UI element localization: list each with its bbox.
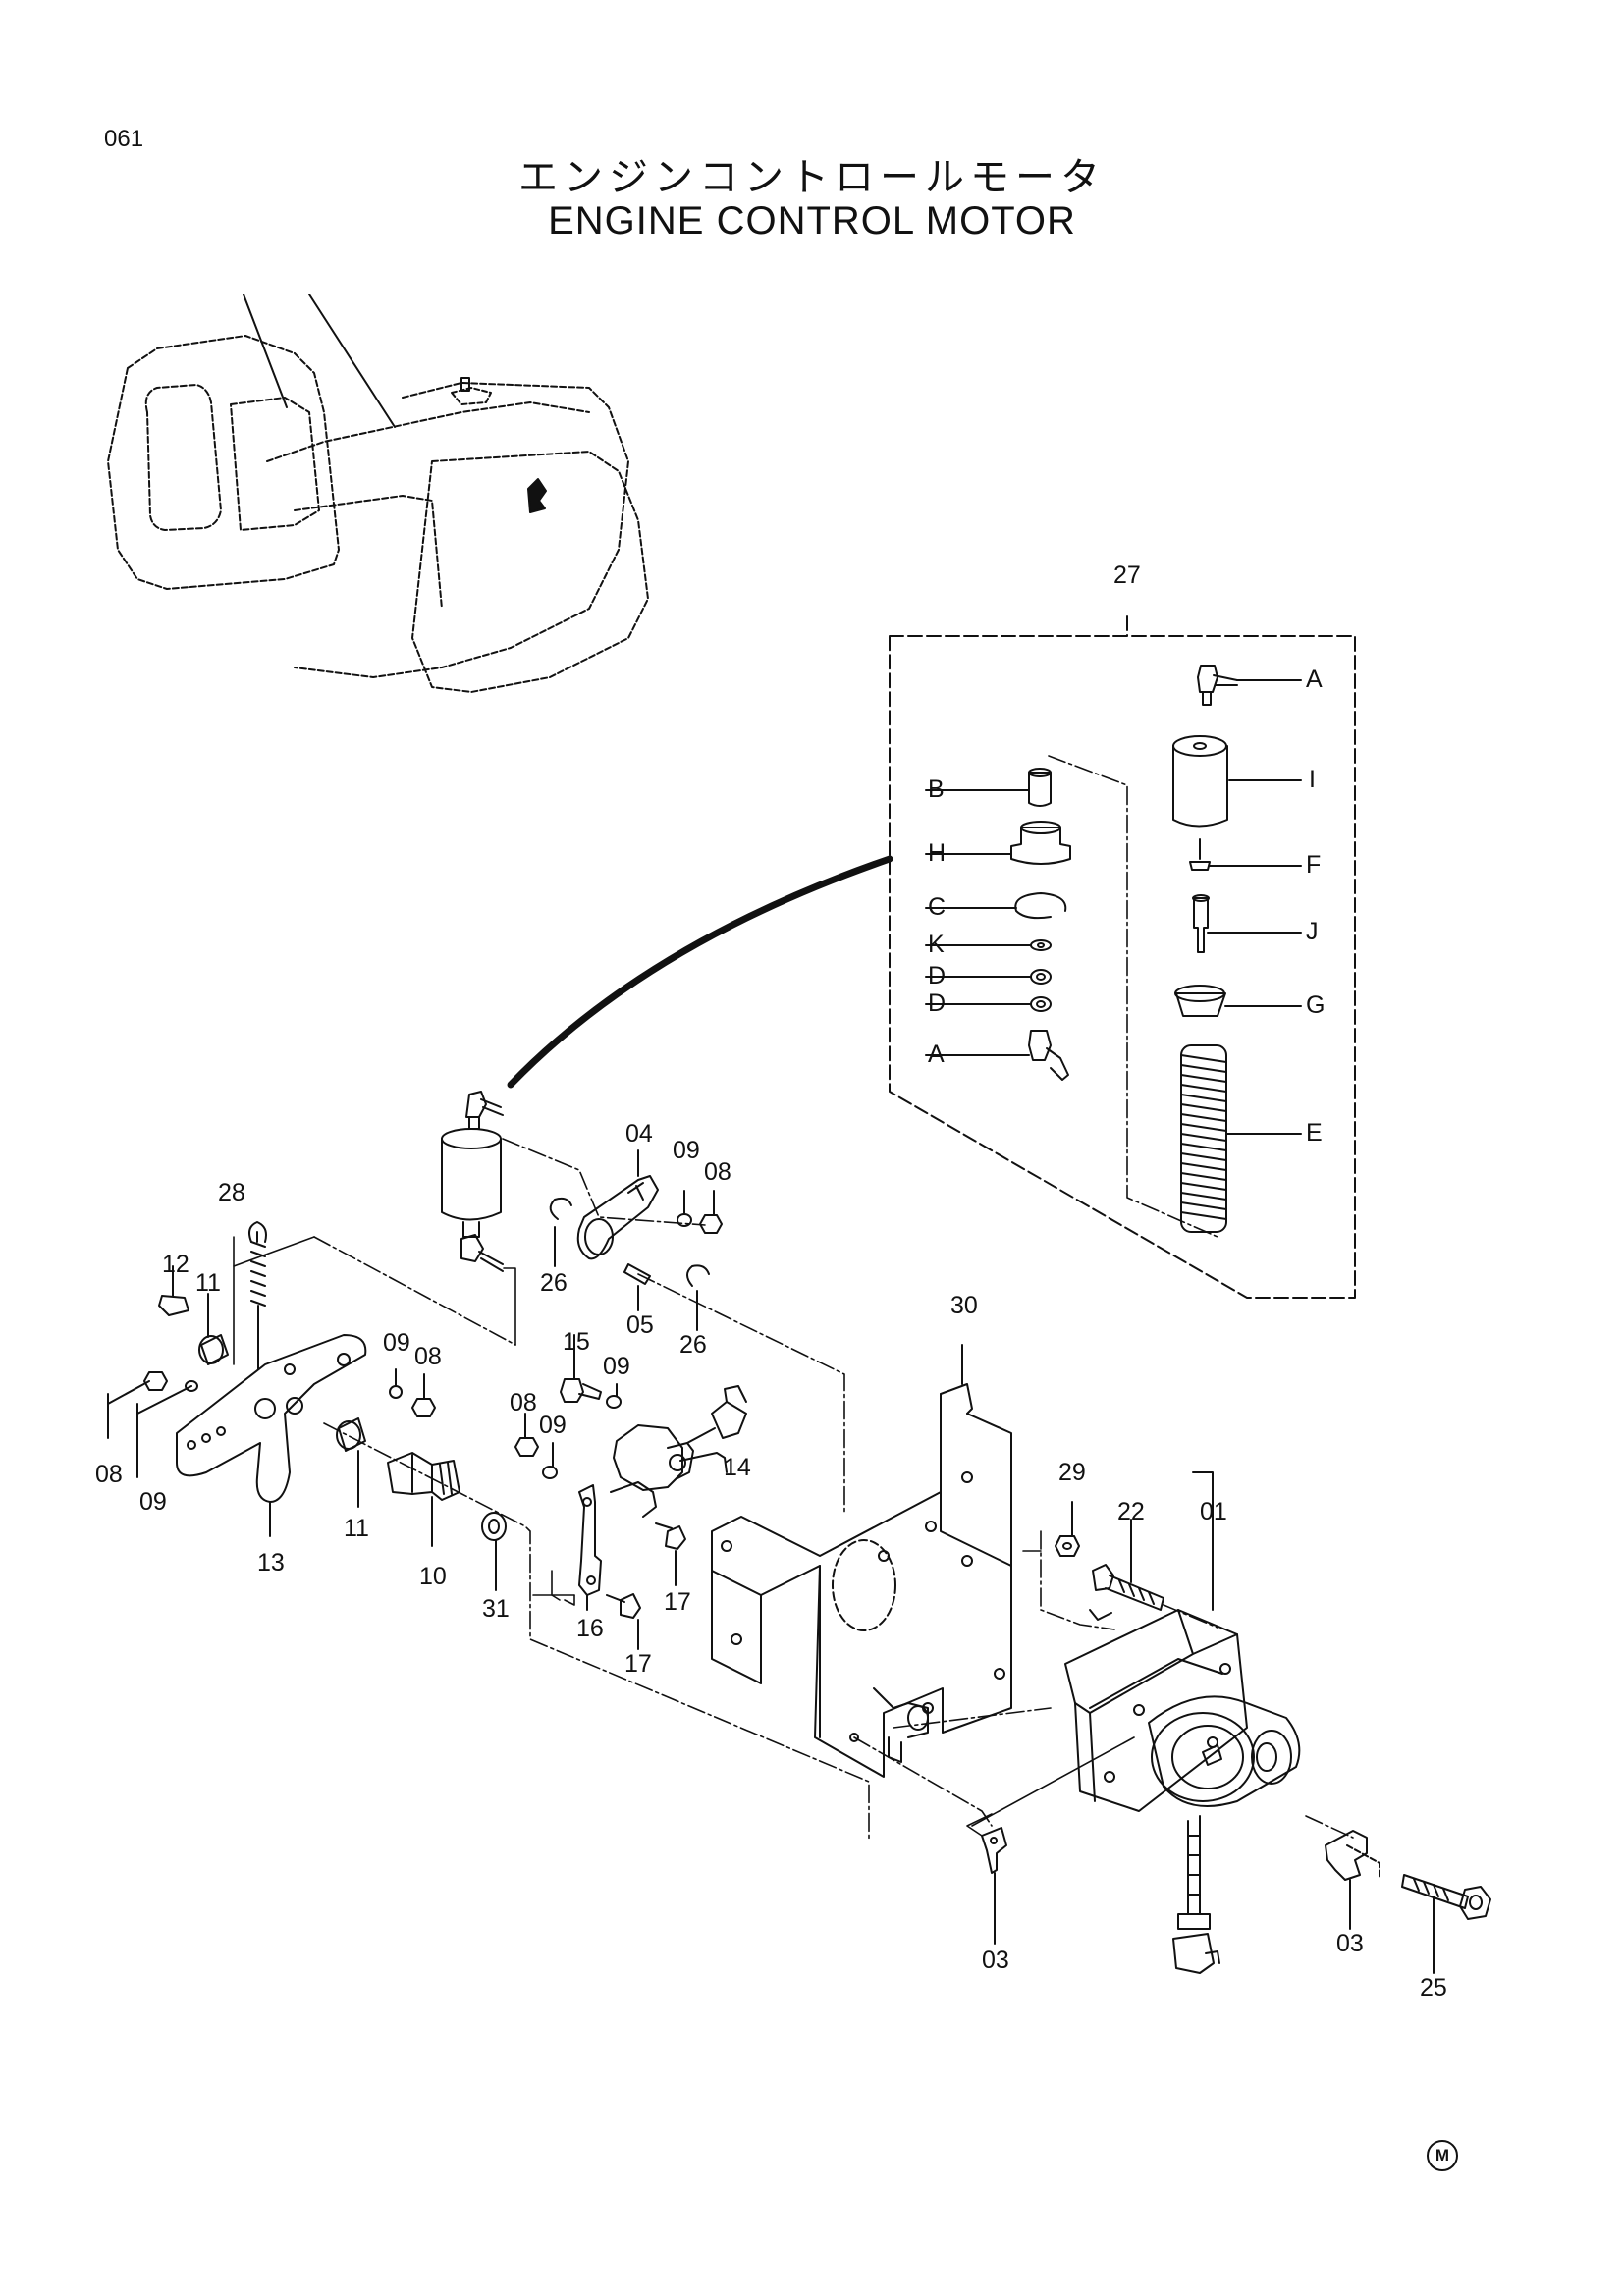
part-label-15: 15 <box>563 1328 590 1356</box>
kit-label-c: C <box>928 893 947 921</box>
kit-parts <box>925 665 1302 1238</box>
part-label-09: 09 <box>139 1488 167 1516</box>
part-label-03: 03 <box>982 1947 1009 1974</box>
part-label-09: 09 <box>673 1137 700 1164</box>
part-label-26: 26 <box>540 1269 568 1297</box>
bracket-04 <box>576 1149 659 1260</box>
lever-assembly <box>143 1221 507 1541</box>
part-label-11: 11 <box>195 1269 221 1297</box>
part-label-08: 08 <box>414 1343 442 1370</box>
nut-08-top <box>699 1214 723 1234</box>
clamp-03-right <box>1325 1830 1380 1881</box>
part-label-26: 26 <box>679 1331 707 1359</box>
kit-label-j: J <box>1306 918 1319 945</box>
part-label-08: 08 <box>704 1158 731 1186</box>
part-label-11: 11 <box>344 1515 369 1542</box>
link-rod-assembly <box>441 1091 504 1272</box>
kit-label-h: H <box>928 839 947 867</box>
corner-mark: M <box>1427 2140 1458 2171</box>
kit-label-b: B <box>928 775 945 803</box>
title-japanese: エンジンコントロールモータ <box>518 155 1106 200</box>
kit-label-i: I <box>1309 766 1316 793</box>
part-label-13: 13 <box>257 1549 285 1576</box>
bolt-25 <box>1401 1874 1491 1920</box>
kit-label-a-bottom: A <box>928 1041 945 1068</box>
excavator-locator-illustration <box>107 294 649 693</box>
part-label-08: 08 <box>510 1389 537 1416</box>
part-label-25: 25 <box>1420 1974 1447 2002</box>
part-label-22: 22 <box>1117 1498 1145 1525</box>
part-label-05: 05 <box>626 1311 654 1339</box>
part-label-28: 28 <box>218 1179 245 1206</box>
mounting-frame-30 <box>711 1383 1012 1778</box>
part-label-09: 09 <box>539 1412 567 1439</box>
part-label-17: 17 <box>664 1588 691 1616</box>
snap-ring-26-upper <box>549 1197 572 1220</box>
part-label-08: 08 <box>95 1461 123 1488</box>
kit-label-f: F <box>1306 851 1322 879</box>
part-label-29: 29 <box>1058 1459 1086 1486</box>
pin-05 <box>623 1263 651 1285</box>
part-label-14: 14 <box>724 1454 751 1481</box>
part-label-04: 04 <box>625 1120 653 1148</box>
snap-ring-26-lower <box>686 1264 710 1287</box>
part-label-17: 17 <box>624 1650 652 1678</box>
part-label-09: 09 <box>383 1329 410 1357</box>
part-label-09: 09 <box>603 1353 630 1380</box>
kit-27-boundary <box>889 615 1356 1299</box>
part-label-16: 16 <box>576 1615 604 1642</box>
kit-spring-E <box>1180 1044 1227 1233</box>
kit-label-a-top: A <box>1306 666 1323 693</box>
kit-label-k: K <box>928 931 945 958</box>
part-label-01: 01 <box>1200 1498 1227 1525</box>
sensor-14 <box>610 1385 747 1518</box>
kit-label-e: E <box>1306 1119 1323 1147</box>
assembly-label-27: 27 <box>1113 561 1141 589</box>
part-label-03: 03 <box>1336 1930 1364 1957</box>
part-label-30: 30 <box>950 1292 978 1319</box>
clamp-03-left <box>966 1813 1007 1874</box>
kit-leader-curve <box>507 855 893 1089</box>
part-label-12: 12 <box>162 1251 189 1278</box>
title-english: ENGINE CONTROL MOTOR <box>548 199 1076 242</box>
page-number: 061 <box>104 126 144 152</box>
kit-label-d-2: D <box>928 989 947 1017</box>
engine-control-motor-01 <box>1064 1609 1301 1974</box>
kit-label-d-1: D <box>928 962 947 989</box>
kit-label-g: G <box>1306 991 1326 1019</box>
part-label-31: 31 <box>482 1595 510 1623</box>
part-label-10: 10 <box>419 1563 447 1590</box>
